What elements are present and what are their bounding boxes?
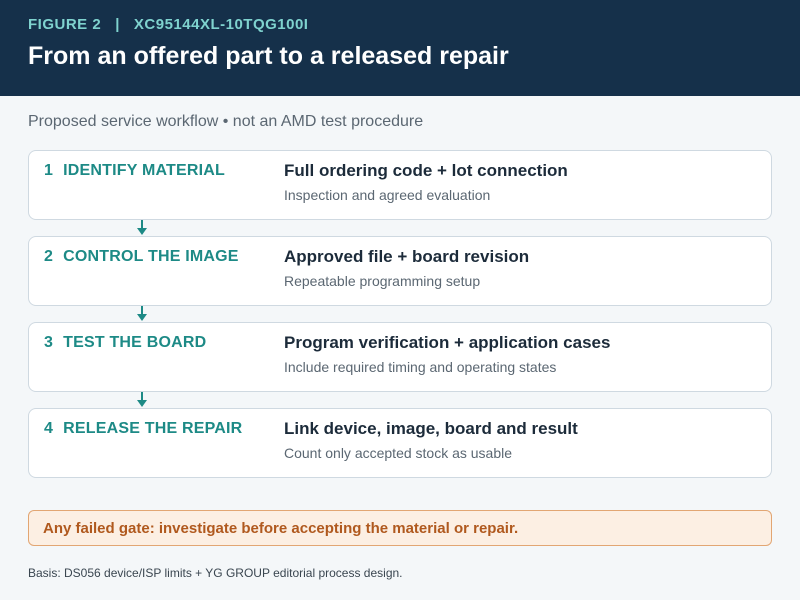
step-detail: Repeatable programming setup [284,273,481,289]
figure-separator: | [115,16,120,33]
warning-text: Any failed gate: investigate before acce… [43,520,519,537]
step-name: CONTROL THE IMAGE [63,248,239,265]
figure-label: FIGURE 2 | XC95144XL-10TQG100I [28,16,308,33]
step-heading: Full ordering code + lot connection [284,161,568,180]
step-name: RELEASE THE REPAIR [63,420,243,437]
step-number: 1 [44,162,54,179]
step-card-release-the-repair: 4 RELEASE THE REPAIR Link device, image, … [28,408,772,478]
part-code: XC95144XL-10TQG100I [133,16,309,33]
step-card-test-the-board: 3 TEST THE BOARD Program verification + a… [28,322,772,392]
step-label: 3 TEST THE BOARD [44,334,206,352]
step-name: IDENTIFY MATERIAL [63,162,226,179]
step-number: 2 [44,248,54,265]
step-label: 4 RELEASE THE REPAIR [44,420,242,438]
step-number: 3 [44,334,54,351]
step-card-control-the-image: 2 CONTROL THE IMAGE Approved file + board… [28,236,772,306]
arrow-down-icon [137,392,147,407]
figure-number: FIGURE 2 [28,16,102,33]
step-heading: Program verification + application cases [284,333,611,352]
step-detail: Count only accepted stock as usable [284,445,513,461]
header-banner: FIGURE 2 | XC95144XL-10TQG100I From an off… [0,0,800,96]
step-name: TEST THE BOARD [63,334,207,351]
footnote: Basis: DS056 device/ISP limits + YG GROU… [28,566,403,580]
page-title: From an offered part to a released repai… [28,42,509,70]
warning-banner: Any failed gate: investigate before acce… [28,510,772,546]
step-number: 4 [44,420,54,437]
step-card-identify-material: 1 IDENTIFY MATERIAL Full ordering code + … [28,150,772,220]
arrow-down-icon [137,220,147,235]
step-heading: Link device, image, board and result [284,419,578,438]
step-detail: Include required timing and operating st… [284,359,557,375]
step-detail: Inspection and agreed evaluation [284,187,491,203]
page-subtitle: Proposed service workflow • not an AMD t… [28,113,424,130]
step-heading: Approved file + board revision [284,247,530,266]
step-label: 2 CONTROL THE IMAGE [44,248,239,266]
step-label: 1 IDENTIFY MATERIAL [44,162,225,180]
arrow-down-icon [137,306,147,321]
